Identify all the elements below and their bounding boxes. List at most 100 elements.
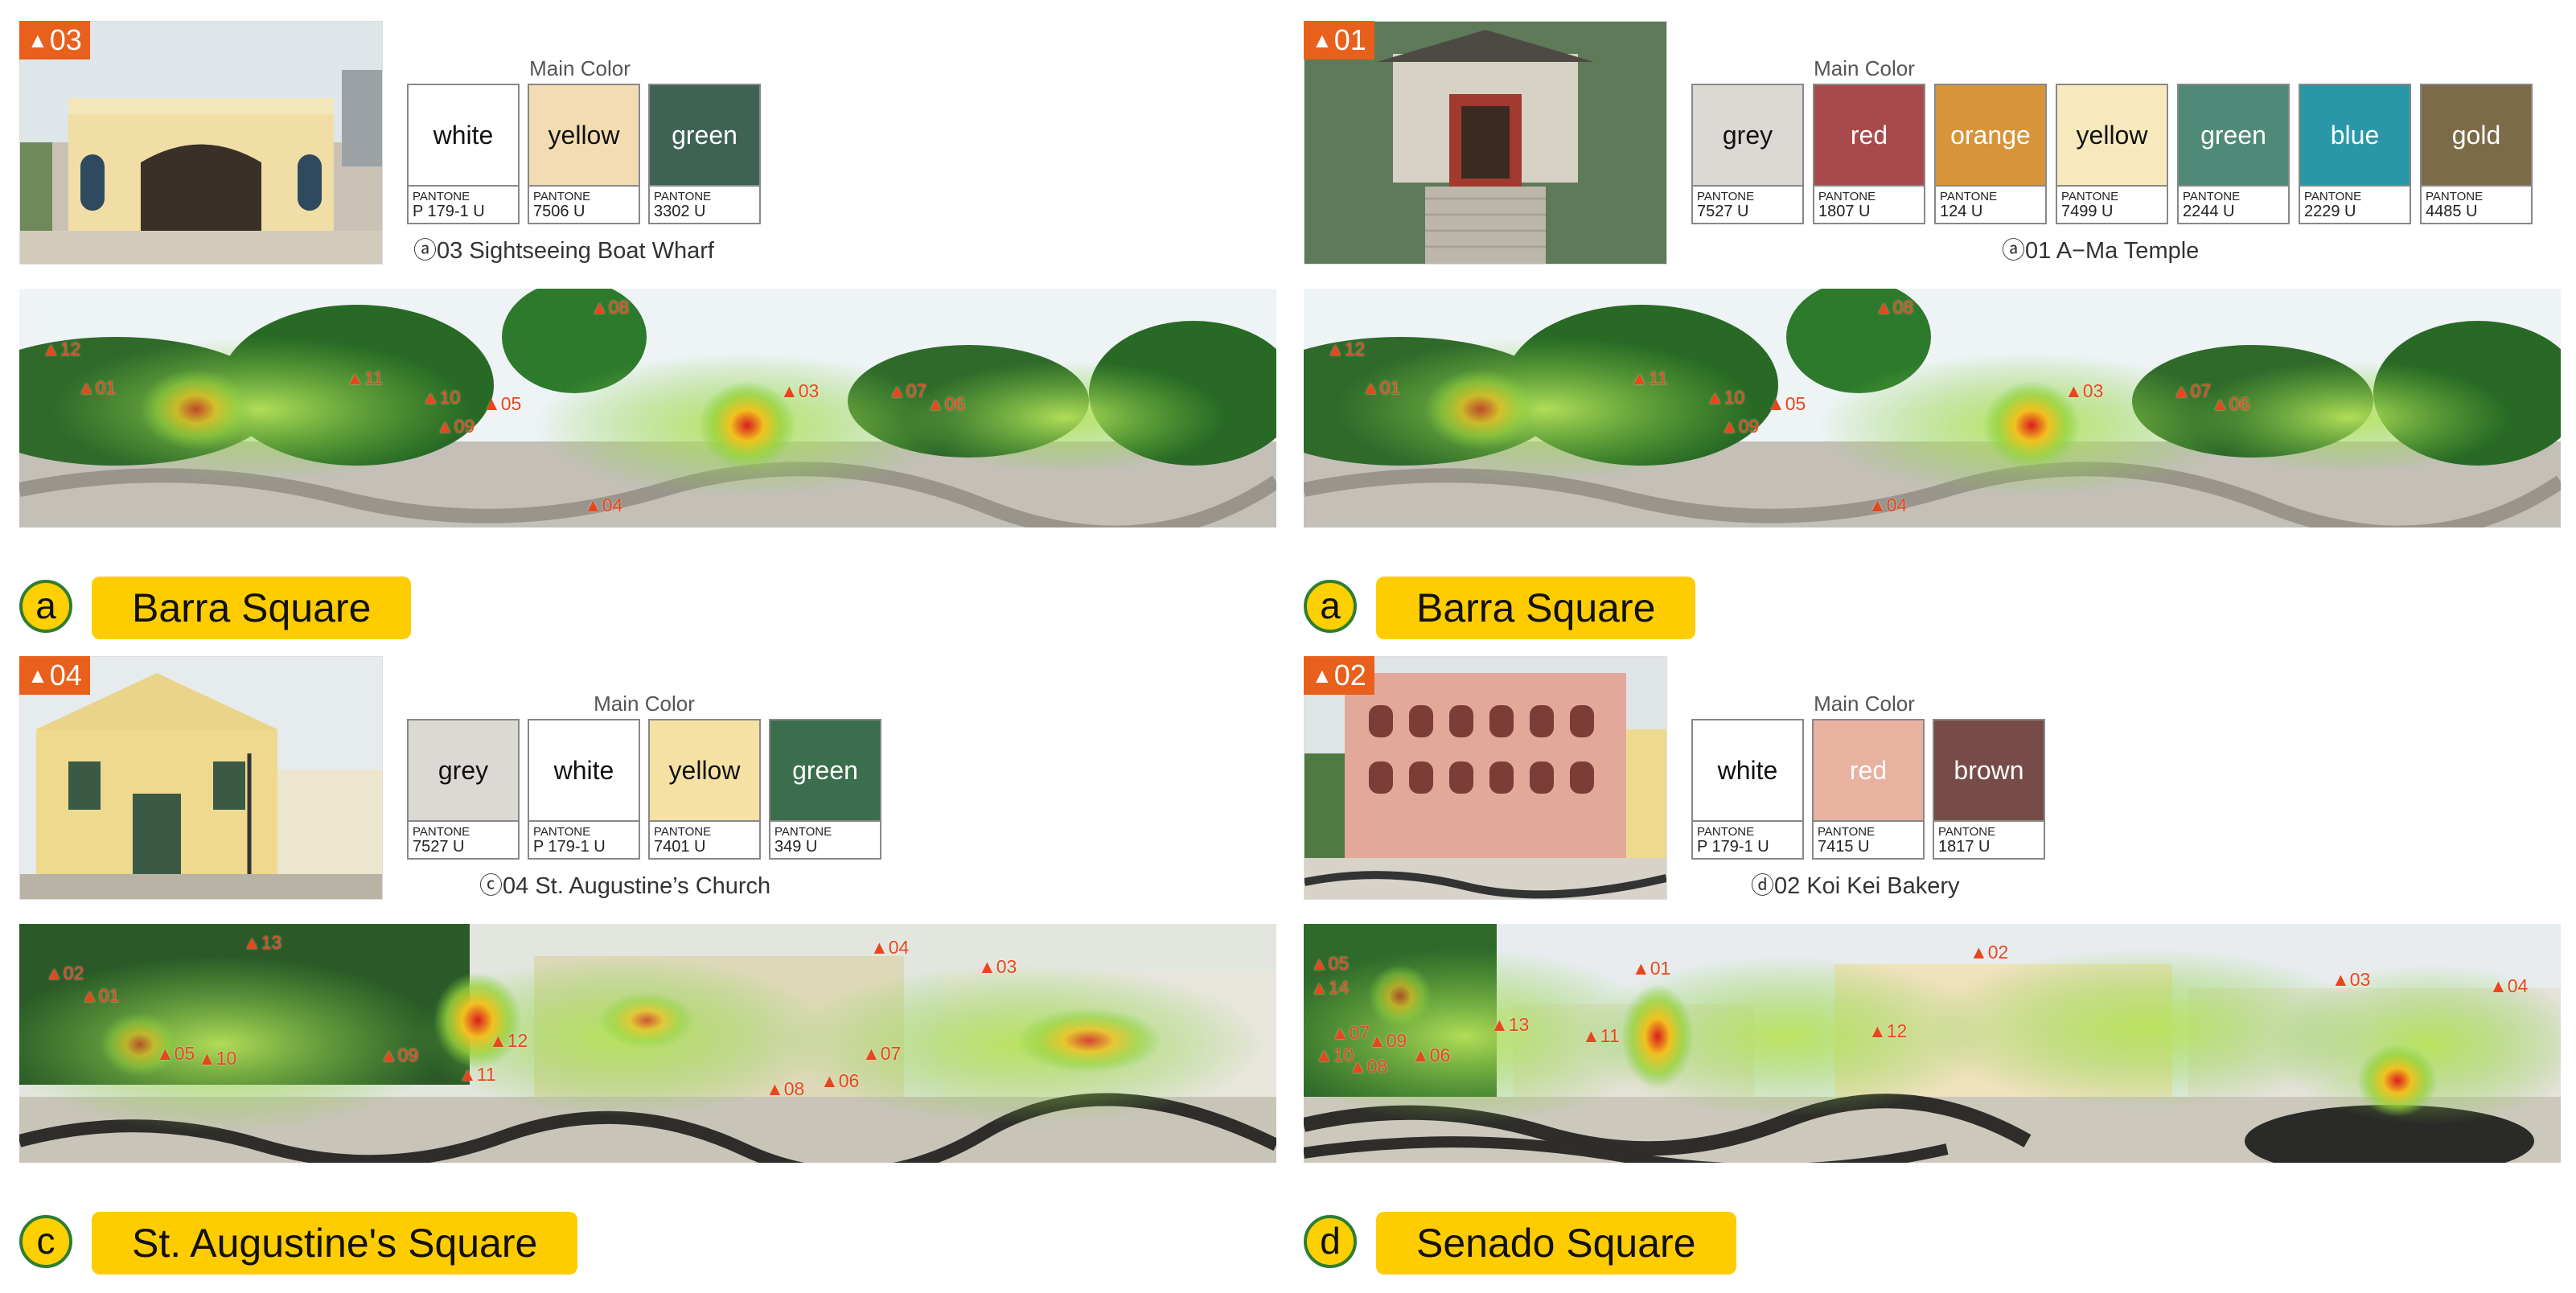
marker-number: 05 <box>500 393 522 414</box>
triangle-icon: ▲ <box>1312 663 1333 688</box>
main-color-label: Main Color <box>594 692 695 716</box>
landmark-photo <box>1304 656 1667 900</box>
heatmap-marker: ▲14 <box>1310 977 1350 998</box>
badge-number: 01 <box>1333 23 1366 56</box>
pantone-code: 2229 U <box>2304 203 2356 220</box>
heatmap-marker: ▲10 <box>198 1048 237 1069</box>
marker-number: 04 <box>602 495 623 515</box>
heatmap-marker: ▲08 <box>1875 297 1914 318</box>
swatch-chip: red <box>1814 85 1924 185</box>
triangle-icon: ▲ <box>27 28 48 52</box>
pantone-label: PANTONE <box>1938 825 1996 839</box>
main-color-label: Main Color <box>1814 692 1915 716</box>
marker-number: 09 <box>1386 1030 1407 1051</box>
heatmap-marker: ▲13 <box>1490 1014 1530 1035</box>
landmark-badge: ▲01 <box>1304 21 1374 60</box>
main-color-label: Main Color <box>529 56 631 80</box>
pantone-code: P 179-1 U <box>1697 838 1769 856</box>
main-color-label: Main Color <box>1814 56 1915 80</box>
heatmap-panorama: ▲02 ▲01 ▲13 ▲05 ▲10 ▲09 ▲12 ▲11 ▲04 ▲03 … <box>19 924 1276 1163</box>
marker-number: 06 <box>838 1070 860 1091</box>
landmark-badge: ▲03 <box>19 21 90 60</box>
pantone-label: PANTONE <box>413 190 470 203</box>
heatmap-marker: ▲12 <box>1868 1020 1908 1041</box>
marker-number: 09 <box>454 416 475 437</box>
marker-number: 08 <box>608 297 630 318</box>
heatmap-marker: ▲07 <box>1331 1022 1370 1043</box>
swatch-chip: blue <box>2300 85 2410 185</box>
swatch-chip: yellow <box>529 85 639 185</box>
heatmap-marker: ▲07 <box>888 380 927 401</box>
marker-number: 01 <box>1379 377 1401 398</box>
pantone-label: PANTONE <box>1697 825 1755 839</box>
heatmap-marker: ▲01 <box>77 377 117 398</box>
pantone-code: 349 U <box>774 838 818 856</box>
marker-number: 09 <box>1738 416 1760 437</box>
marker-number: 02 <box>1987 942 2009 963</box>
marker-number: 07 <box>906 380 927 401</box>
marker-number: 13 <box>1508 1014 1530 1035</box>
landmark-caption: ⓓ02 Koi Kei Bakery <box>1751 873 1960 899</box>
marker-number: 08 <box>783 1078 805 1099</box>
landmark-caption: ⓐ01 A−Ma Temple <box>2002 238 2200 264</box>
heatmap-marker: ▲04 <box>2489 975 2529 996</box>
swatch-chip: white <box>409 85 518 185</box>
pantone-label: PANTONE <box>1940 190 1998 203</box>
pantone-code: 1807 U <box>1818 203 1871 220</box>
marker-number: 03 <box>2082 380 2104 401</box>
marker-number: 11 <box>1600 1025 1620 1046</box>
heatmap-marker: ▲10 <box>1706 387 1745 408</box>
marker-number: 07 <box>880 1043 902 1064</box>
badge-number: 03 <box>49 23 82 56</box>
pantone-label: PANTONE <box>2061 190 2119 203</box>
square-name-label: Barra Square <box>1376 577 1696 639</box>
heatmap-marker: ▲08 <box>766 1078 805 1099</box>
pantone-label: PANTONE <box>533 190 591 203</box>
marker-number: 01 <box>1650 958 1671 979</box>
pantone-label: PANTONE <box>2304 190 2362 203</box>
heatmap-marker: ▲06 <box>2211 393 2250 414</box>
marker-number: 03 <box>2349 969 2371 990</box>
heatmap-panorama: ▲12 ▲01 ▲11 ▲10 ▲09 ▲05 ▲08 ▲03 ▲07 ▲06 … <box>19 289 1276 527</box>
marker-number: 11 <box>364 367 384 388</box>
square-name-label: Senado Square <box>1376 1212 1736 1275</box>
landmark-photo <box>19 656 383 900</box>
swatch-chip: white <box>1693 720 1802 820</box>
heatmap-marker: ▲09 <box>436 416 475 437</box>
marker-number: 01 <box>98 985 120 1006</box>
landmark-caption: ⓐ03 Sightseeing Boat Wharf <box>413 238 714 264</box>
swatch-chip: gold <box>2422 85 2531 185</box>
swatch-chip: orange <box>1936 85 2045 185</box>
pantone-code: 7401 U <box>654 838 706 856</box>
heatmap-marker: ▲11 <box>458 1064 496 1085</box>
heatmap-marker: ▲07 <box>2172 380 2212 401</box>
marker-number: 13 <box>261 932 282 953</box>
panel-letter-badge: d <box>1304 1215 1357 1268</box>
marker-number: 04 <box>1886 495 1908 515</box>
landmark-caption: ⓒ04 St. Augustine’s Church <box>479 873 771 899</box>
swatch-chip: yellow <box>650 720 759 820</box>
pantone-code: 1817 U <box>1938 838 1991 856</box>
swatch-chip: yellow <box>2057 85 2167 185</box>
swatch-chip: green <box>2179 85 2288 185</box>
heatmap-panorama: ▲12 ▲01 ▲11 ▲10 ▲09 ▲05 ▲08 ▲03 ▲07 ▲06 … <box>1304 289 2561 527</box>
heatmap-panorama: ▲05 ▲14 ▲01 ▲02 ▲03 ▲04 ▲13 ▲11 ▲12 ▲07 … <box>1304 924 2561 1163</box>
pantone-label: PANTONE <box>774 825 832 839</box>
badge-number: 02 <box>1333 659 1366 692</box>
pantone-label: PANTONE <box>1697 190 1755 203</box>
square-name-label: St. Augustine's Square <box>92 1212 578 1275</box>
marker-number: 11 <box>476 1064 496 1085</box>
marker-number: 03 <box>996 956 1017 977</box>
